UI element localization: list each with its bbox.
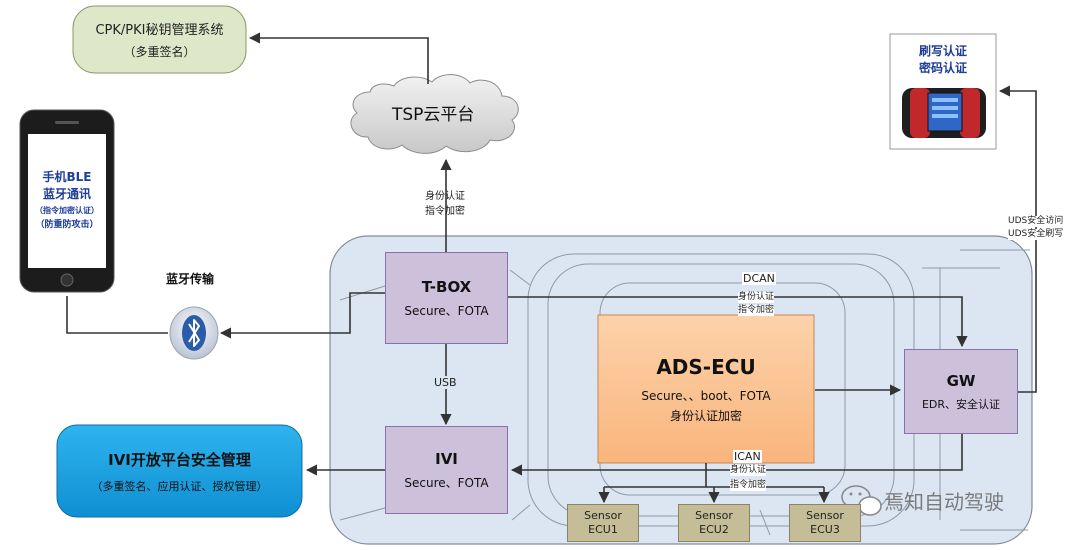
sensor3-line1: Sensor (806, 509, 844, 522)
tbox-module: T-BOX Secure、FOTA (385, 252, 508, 344)
flash-auth-label: 刷写认证 (918, 44, 967, 58)
arrow-ican-to-ivi (510, 434, 963, 476)
ads-line1: Secure、、boot、FOTA (641, 388, 771, 403)
gw-module: GW EDR、安全认证 (904, 349, 1018, 434)
dcan-line2: 指令加密 (738, 305, 775, 316)
tbox-title: T-BOX (421, 277, 472, 296)
ivi-platform-subtitle: （多重签名、应用认证、授权管理） (91, 479, 268, 493)
ivi-platform-shape (56, 424, 303, 518)
password-auth-label: 密码认证 (918, 61, 967, 75)
phone-line4: （防重防攻击） (35, 220, 99, 230)
ivi-subtitle: Secure、FOTA (404, 475, 489, 490)
phone-device (19, 109, 115, 293)
sensor2-line2: ECU2 (699, 523, 729, 536)
cpk-pki-key-system: CPK/PKI秘钥管理系统 （多重签名） (73, 6, 246, 73)
tsp-link-label-1: 身份认证 (425, 191, 465, 202)
ivi-module: IVI Secure、FOTA (385, 426, 508, 514)
cpk-box-shape (72, 5, 247, 74)
diagnostic-tool-labels: 刷写认证 密码认证 (890, 38, 996, 82)
gw-subtitle: EDR、安全认证 (921, 397, 1001, 411)
dcan-label: DCAN (742, 272, 776, 285)
tsp-link-label-2: 指令加密 (425, 206, 465, 217)
ivi-open-platform-security: IVI开放平台安全管理 （多重签名、应用认证、授权管理） (57, 425, 302, 517)
sensor3-line2: ECU3 (810, 523, 840, 536)
sensor-ecu-2: Sensor ECU2 (678, 504, 750, 542)
phone-line3: （指令加密认证） (35, 206, 99, 215)
ican-label: ICAN (733, 450, 762, 463)
sensor2-line1: Sensor (695, 509, 733, 522)
dcan-line1: 身份认证 (738, 292, 775, 303)
diagnostic-tool-device (889, 33, 997, 150)
uds-flash-label: UDS安全刷写 (1008, 229, 1064, 240)
ads-line2: 身份认证加密 (669, 408, 742, 423)
uds-access-label: UDS安全访问 (1008, 216, 1064, 227)
arrow-gw-to-tool (998, 85, 1037, 393)
phone-line1: 手机BLE (42, 170, 92, 184)
tbox-subtitle: Secure、FOTA (404, 303, 489, 318)
cpk-title: CPK/PKI秘钥管理系统 (95, 23, 224, 38)
ican-line2: 指令加密 (730, 480, 767, 491)
ican-line1: 身份认证 (730, 465, 767, 476)
ads-ecu-shape (597, 314, 815, 464)
ads-ecu-module: ADS-ECU Secure、、boot、FOTA 身份认证加密 (598, 315, 814, 463)
ads-title: ADS-ECU (656, 354, 756, 379)
bluetooth-transfer-label: 蓝牙传输 (166, 272, 215, 286)
usb-label: USB (433, 376, 458, 389)
watermark-text: 焉知自动驾驶 (884, 490, 1004, 514)
ivi-title: IVI (435, 449, 458, 468)
arrow-tbox-to-phone (219, 292, 385, 339)
phone-screen-text: 手机BLE 蓝牙通讯 （指令加密认证） （防重防攻击） (28, 134, 106, 268)
sensor-ecu-3: Sensor ECU3 (789, 504, 861, 542)
bluetooth-icon (169, 306, 219, 360)
cpk-subtitle: （多重签名） (123, 45, 196, 59)
sensor1-line1: Sensor (584, 509, 622, 522)
phone-line2: 蓝牙通讯 (42, 187, 91, 201)
sensor1-line2: ECU1 (588, 523, 618, 536)
arrow-tsp-to-cpk (248, 32, 429, 84)
ivi-platform-title: IVI开放平台安全管理 (108, 450, 251, 469)
line-bluetooth-to-phone (66, 296, 168, 334)
sensor-ecu-1: Sensor ECU1 (567, 504, 639, 542)
arrow-dcan (508, 296, 968, 348)
tsp-cloud-label: TSP云平台 (392, 105, 475, 125)
gw-title: GW (946, 371, 976, 390)
